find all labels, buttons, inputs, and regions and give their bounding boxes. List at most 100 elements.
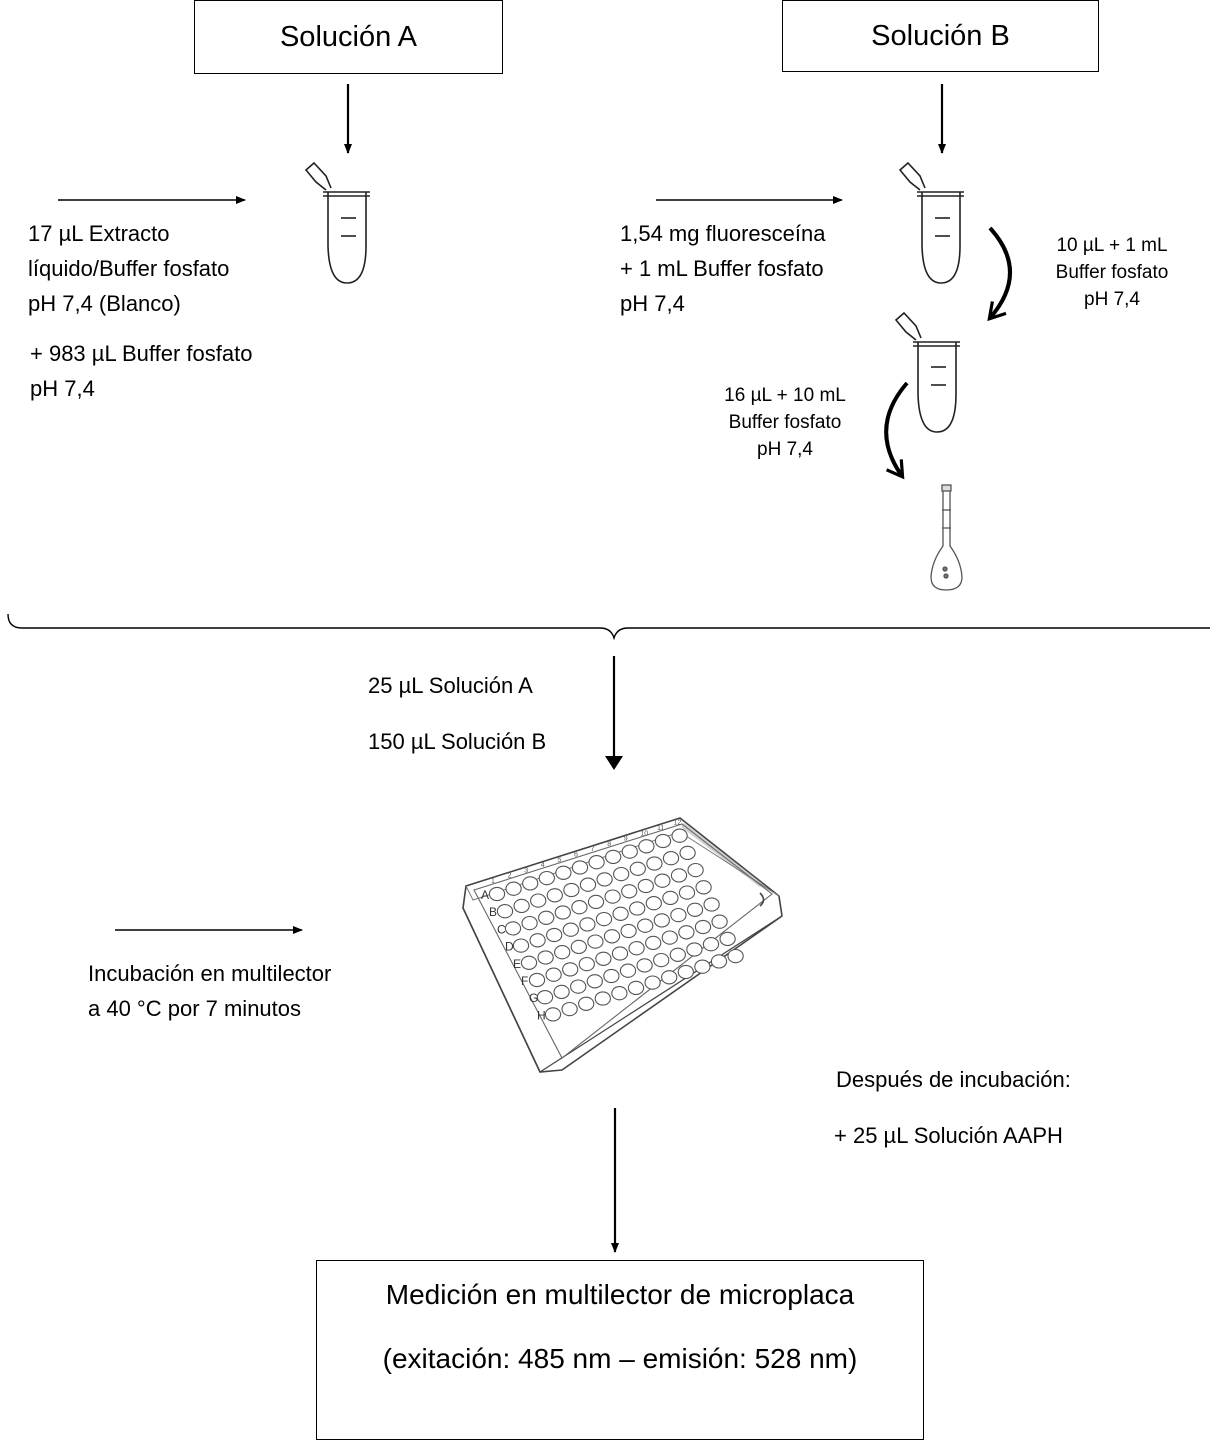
microplate-column-label: 1: [491, 878, 495, 885]
microplate-well: [586, 974, 603, 989]
solution-a-reagent-line: líquido/Buffer fosfato: [28, 256, 230, 281]
microplate-well: [512, 938, 530, 953]
microplate-well: [587, 894, 605, 910]
microplate-well: [578, 996, 595, 1011]
microplate-row-label: C: [497, 922, 506, 936]
dilution-2-text: 16 µL + 10 mL Buffer fosfato pH 7,4: [700, 382, 870, 463]
tube-b1-icon: [898, 161, 964, 284]
microplate-well: [538, 870, 555, 886]
microplate-well: [670, 907, 687, 923]
dilution-2-line: pH 7,4: [757, 439, 813, 460]
microplate-well: [530, 893, 547, 908]
microplate-well: [520, 955, 538, 970]
microplate-well: [627, 980, 645, 996]
microplate-well: [711, 914, 728, 929]
tube-b2-icon: [894, 311, 960, 433]
microplate-well: [611, 986, 628, 1001]
microplate-well: [662, 851, 680, 866]
microplate-column-label: 7: [591, 846, 595, 853]
microplate-well: [619, 963, 637, 978]
dilution-2-curved-arrow: [884, 381, 909, 480]
microplate-well: [513, 898, 530, 914]
microplate-well: [629, 901, 646, 916]
microplate-well: [538, 910, 555, 925]
microplate-column-label: 6: [574, 852, 578, 859]
microplate-well: [621, 844, 638, 859]
microplate-well: [561, 1001, 578, 1017]
solution-b-reagent-text: 1,54 mg fluoresceína + 1 mL Buffer fosfa…: [620, 216, 825, 321]
microplate-well: [628, 941, 645, 956]
microplate-column-label: 3: [524, 867, 528, 874]
mixing-line-1: 25 µL Solución A: [368, 673, 533, 698]
microplate-well: [594, 991, 611, 1006]
microplate-well: [694, 959, 711, 974]
microplate-well: [621, 884, 638, 899]
microplate-well: [654, 873, 671, 888]
mixing-line-2: 150 µL Solución B: [368, 729, 547, 754]
microplate-well: [563, 882, 580, 898]
microplate-well: [536, 990, 554, 1005]
microplate-well: [645, 935, 662, 951]
measurement-box: Medición en multilector de microplaca (e…: [316, 1260, 924, 1440]
solution-a-buffer-text: + 983 µL Buffer fosfato pH 7,4: [30, 336, 252, 406]
microplate-well: [554, 945, 571, 960]
microplate-well: [661, 930, 678, 945]
post-incubation-title: Después de incubación:: [836, 1067, 1071, 1092]
microplate-column-label: 9: [624, 836, 628, 843]
microplate-well: [546, 927, 563, 943]
microplate-well: [695, 880, 712, 895]
incubation-line: a 40 °C por 7 minutos: [88, 996, 302, 1021]
solution-a-reagent-line: 17 µL Extracto: [28, 221, 170, 246]
microplate-well: [570, 979, 587, 994]
microplate-well: [504, 921, 522, 936]
microplate-well: [604, 889, 621, 904]
microplate-row-label: E: [513, 957, 521, 971]
microplate-well: [555, 865, 572, 880]
microplate-well: [710, 954, 728, 969]
microplate-well: [587, 934, 604, 949]
microplate-column-label: 11: [657, 825, 664, 832]
microplate-well: [562, 962, 579, 977]
microplate-well: [603, 968, 620, 984]
microplate-well: [496, 904, 514, 919]
microplate-row-label: A: [481, 888, 489, 902]
microplate-well: [611, 946, 629, 961]
microplate-well: [644, 975, 661, 990]
microplate-well: [669, 947, 686, 962]
merge-brace: [7, 613, 1210, 641]
microplate-well: [613, 866, 630, 882]
microplate-row-label: D: [505, 940, 514, 954]
microplate-well: [636, 958, 653, 973]
microplate-well: [645, 896, 662, 911]
solution-b-reagent-line: 1,54 mg fluoresceína: [620, 221, 826, 246]
microplate-well: [529, 933, 546, 948]
dilution-1-line: 10 µL + 1 mL: [1056, 235, 1168, 256]
microplate-well: [612, 906, 629, 921]
microplate-column-label: 2: [508, 873, 512, 880]
microplate-well: [553, 984, 570, 1000]
microplate-well: [678, 925, 695, 940]
microplate-well: [638, 839, 655, 854]
microplate-well: [653, 913, 670, 928]
microplate-well: [670, 868, 688, 883]
microplate-well: [546, 888, 563, 903]
microplate-well: [562, 922, 579, 937]
microplate-well: [588, 855, 605, 870]
microplate-well: [677, 964, 694, 980]
microplate-well: [545, 967, 562, 982]
dilution-2-line: Buffer fosfato: [728, 412, 842, 433]
solution-a-title: Solución A: [279, 20, 418, 53]
microplate-well: [661, 970, 678, 985]
microplate-column-label: 5: [557, 857, 561, 864]
microplate-well: [603, 929, 621, 944]
microplate-well: [679, 845, 696, 861]
microplate-well: [662, 890, 679, 906]
solution-b-title: Solución B: [871, 19, 1010, 52]
microplate-well: [595, 911, 613, 927]
microplate-well: [678, 885, 696, 900]
microplate-well: [488, 886, 506, 902]
solution-a-reagent-line: pH 7,4 (Blanco): [28, 291, 181, 316]
microplate-row-label: H: [537, 1008, 546, 1022]
incubation-line: Incubación en multilector: [88, 961, 332, 986]
